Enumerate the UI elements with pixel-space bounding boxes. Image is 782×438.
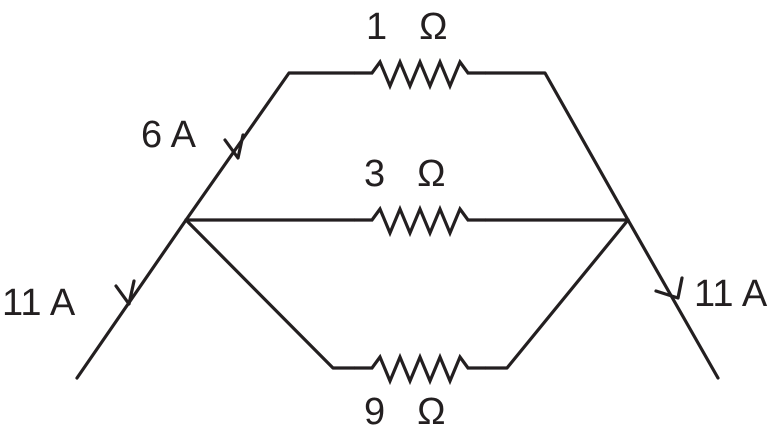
resistor-top-unit: Ω	[419, 6, 448, 48]
top-branch-current-arrow	[223, 133, 245, 160]
resistor-top-value: 1	[366, 6, 388, 48]
output-wire	[626, 218, 720, 380]
top-branch-left-wire	[184, 71, 356, 222]
resistor-top-zigzag	[354, 57, 486, 91]
resistor-bottom-value: 9	[364, 391, 386, 433]
resistor-bottom-unit: Ω	[417, 391, 446, 433]
top-branch-right-wire	[484, 71, 630, 222]
output-current-label: 11 A	[694, 273, 768, 315]
input-current-arrow	[114, 279, 136, 306]
resistor-middle-value: 3	[364, 153, 386, 195]
input-current-label: 11 A	[2, 282, 76, 324]
top-branch-current-label: 6 A	[141, 114, 196, 156]
resistor-middle-zigzag	[354, 204, 486, 238]
bottom-branch-left-wire	[184, 218, 356, 370]
output-current-arrow	[654, 276, 684, 300]
resistor-bottom-zigzag	[354, 352, 486, 386]
bottom-branch-right-wire	[484, 218, 630, 370]
resistor-middle-unit: Ω	[417, 153, 446, 195]
